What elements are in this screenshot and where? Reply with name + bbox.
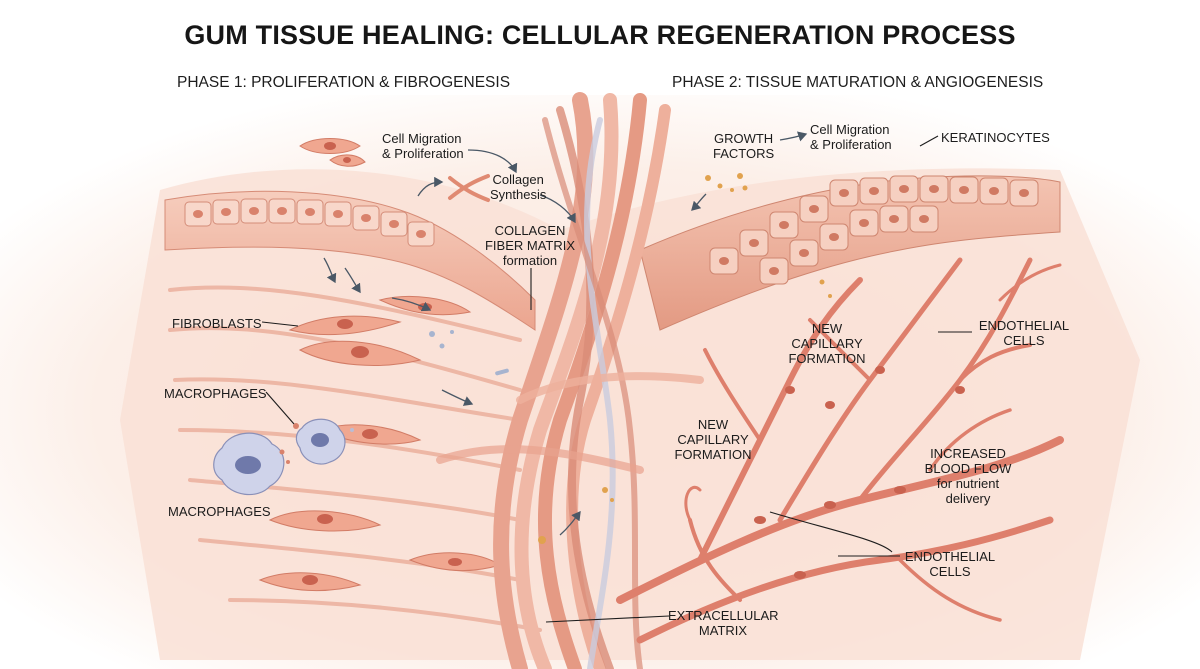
migrating-cells <box>299 138 366 167</box>
phase-1-heading: PHASE 1: PROLIFERATION & FIBROGENESIS <box>177 74 511 91</box>
label-new-capillary-lower: NEW CAPILLARY FORMATION <box>674 417 752 462</box>
label-fibroblasts: FIBROBLASTS <box>172 316 262 331</box>
debris-particles <box>429 330 509 376</box>
right-epithelial-nuclei <box>719 185 1029 275</box>
label-cell-migration-phase1: Cell Migration & Proliferation <box>382 131 464 161</box>
label-macrophages-lower: MACROPHAGES <box>168 504 271 519</box>
label-endothelial-upper: ENDOTHELIAL CELLS <box>978 318 1070 348</box>
leader-lines <box>261 135 972 623</box>
label-collagen-fiber-matrix: COLLAGEN FIBER MATRIX formation <box>484 223 576 268</box>
fibroblast-nuclei <box>302 303 462 585</box>
capillary-network <box>616 257 1064 644</box>
label-endothelial-lower: ENDOTHELIAL CELLS <box>904 549 996 579</box>
endothelial-cell-nuclei <box>754 366 965 579</box>
label-collagen-synthesis: Collagen Synthesis <box>490 172 547 202</box>
left-epithelium-band <box>164 190 536 331</box>
growth-factor-particles <box>538 173 832 544</box>
label-macrophages-upper: MACROPHAGES <box>164 386 267 401</box>
phase-2-heading: PHASE 2: TISSUE MATURATION & ANGIOGENESI… <box>672 74 1044 91</box>
left-epithelial-nuclei <box>193 207 426 238</box>
label-keratinocytes: KERATINOCYTES <box>941 130 1050 145</box>
right-epithelium-band <box>639 175 1061 331</box>
label-growth-factors: GROWTH FACTORS <box>713 131 775 161</box>
label-cell-migration-phase2: Cell Migration & Proliferation <box>810 122 892 152</box>
collagen-synthesis-icon <box>448 174 490 202</box>
macrophage-cells <box>213 418 354 496</box>
label-increased-blood-flow: INCREASED BLOOD FLOW for nutrient delive… <box>924 446 1012 506</box>
diagram-title: GUM TISSUE HEALING: CELLULAR REGENERATIO… <box>184 20 1016 50</box>
label-new-capillary-upper: NEW CAPILLARY FORMATION <box>788 321 866 366</box>
label-extracellular-matrix: EXTRACELLULAR MATRIX <box>668 608 779 638</box>
process-arrows <box>323 131 808 536</box>
